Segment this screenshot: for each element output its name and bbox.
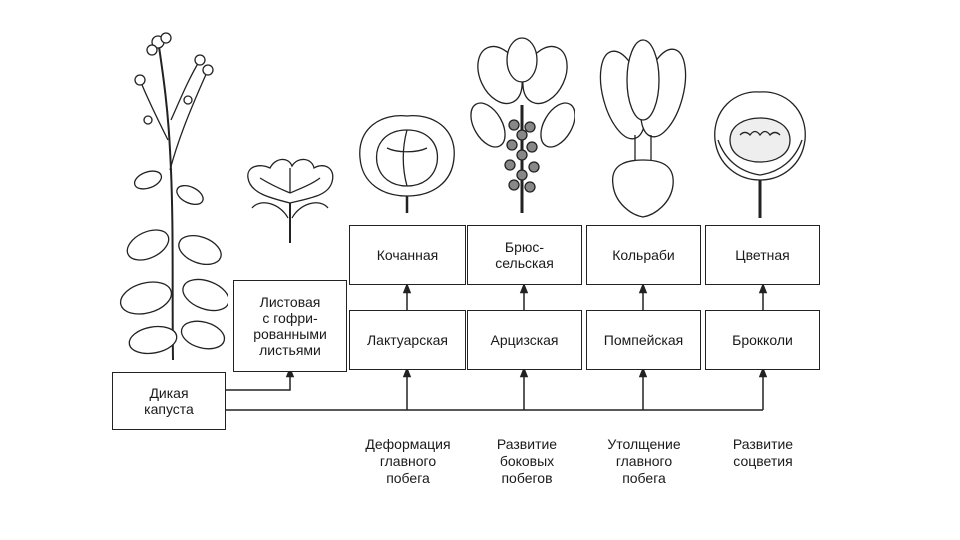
arciz-label: Арцизская [490,332,559,348]
cauliflower-label: Цветная [735,247,790,263]
cauliflower-icon [714,91,806,218]
broccoli-box: Брокколи [705,310,820,370]
kohlrabi-icon [599,39,687,218]
caption-deformation: Деформация главного побега [365,436,451,486]
pompei-label: Помпейская [603,332,684,348]
broccoli-label: Брокколи [732,332,793,348]
lactuar-label: Лактуарская [366,332,449,348]
kohlrabi-label: Кольраби [612,247,675,263]
pompei-box: Помпейская [586,310,701,370]
cabbage-head-icon [359,114,455,213]
caption-thickening: Утолщение главного побега [607,436,681,486]
wild-cabbage-plant-icon [119,32,228,361]
leafy-cabbage-box: Листовая с гофри- рованными листьями [233,280,347,372]
caption-lateral-shoots: Развитие боковых побегов [496,436,558,486]
brussels-box: Брюс- сельская [467,225,582,285]
cauliflower-box: Цветная [705,225,820,285]
wild-cabbage-label: Дикая капуста [144,385,194,417]
kochan-label: Кочанная [376,247,439,263]
brussels-sprouts-icon [470,37,575,213]
curly-leaf-plant-icon [247,158,334,243]
kochan-box: Кочанная [349,225,466,285]
kohlrabi-box: Кольраби [586,225,701,285]
arciz-box: Арцизская [467,310,582,370]
leafy-cabbage-label: Листовая с гофри- рованными листьями [253,294,327,358]
arrow-to-leafy [226,366,295,391]
lactuar-box: Лактуарская [349,310,466,370]
wild-cabbage-box: Дикая капуста [112,372,226,430]
caption-inflorescence: Развитие соцветия [732,436,794,469]
brussels-label: Брюс- сельская [495,239,554,271]
